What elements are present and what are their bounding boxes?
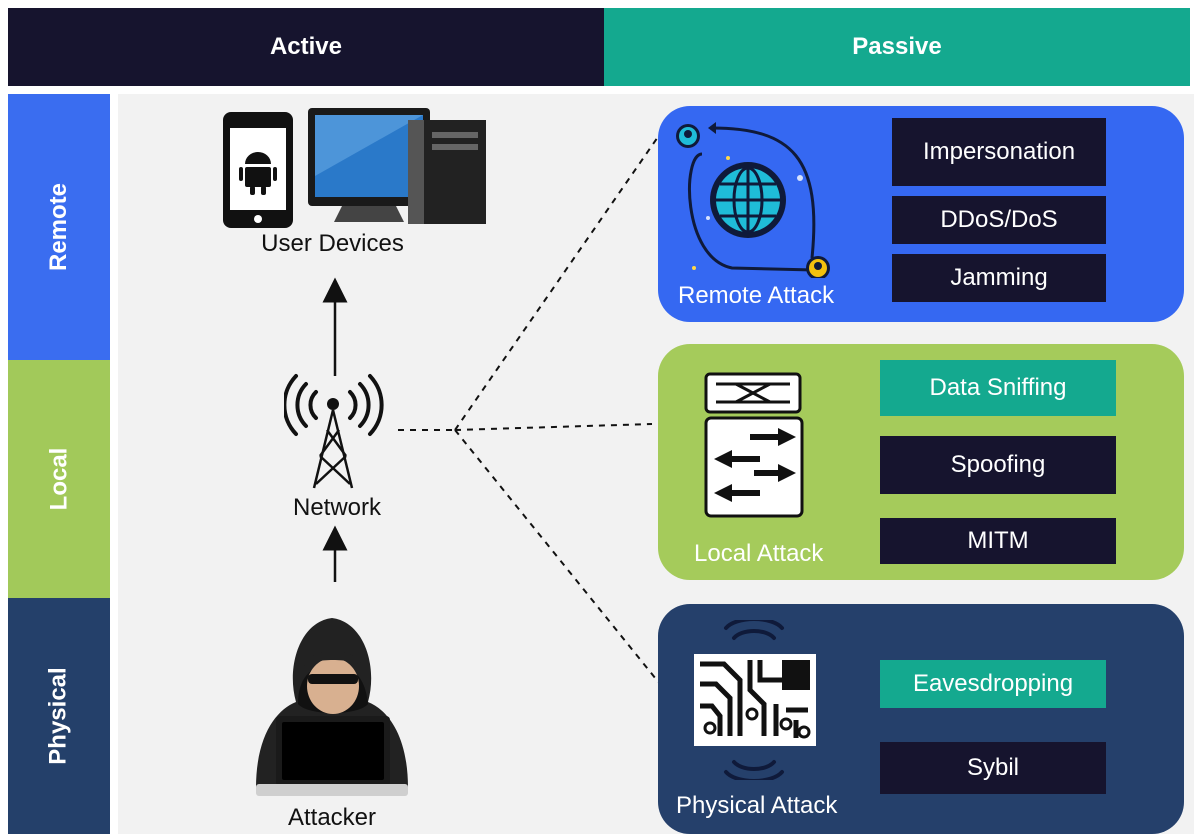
- category-local: Local: [8, 360, 110, 598]
- category-remote: Remote: [8, 94, 110, 360]
- attack-ddos: DDoS/DoS: [892, 196, 1106, 244]
- attack-sybil: Sybil: [880, 742, 1106, 794]
- physical-attack-circuit-icon: [694, 620, 816, 780]
- local-attack-title: Local Attack: [694, 540, 824, 567]
- attack-jamming: Jamming: [892, 254, 1106, 302]
- network-tower-icon: [284, 374, 384, 489]
- header-passive: Passive: [604, 8, 1190, 86]
- physical-attack-title: Physical Attack: [676, 792, 838, 819]
- remote-attack-title: Remote Attack: [678, 282, 835, 309]
- header-active: Active: [8, 8, 604, 86]
- attacker-icon: [256, 618, 408, 796]
- network-label: Network: [292, 494, 382, 521]
- attack-data-sniffing: Data Sniffing: [880, 360, 1116, 416]
- attack-eavesdropping: Eavesdropping: [880, 660, 1106, 708]
- local-attack-switch-icon: [704, 372, 804, 518]
- attack-impersonation: Impersonation: [892, 118, 1106, 186]
- attack-mitm: MITM: [880, 518, 1116, 564]
- attack-spoofing: Spoofing: [880, 436, 1116, 494]
- remote-attack-globe-icon: [676, 122, 830, 278]
- user-devices-label: User Devices: [261, 230, 404, 257]
- category-physical: Physical: [8, 598, 110, 834]
- dashed-to-physical: [454, 429, 661, 685]
- user-devices-icon: [223, 108, 486, 228]
- dashed-to-remote: [454, 133, 661, 431]
- attacker-label: Attacker: [287, 804, 377, 831]
- dashed-to-local: [454, 423, 653, 431]
